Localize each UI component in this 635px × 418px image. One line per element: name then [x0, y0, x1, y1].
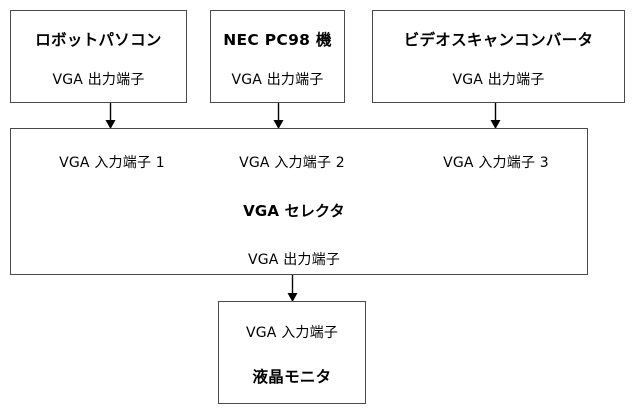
- selector-input-port-1: VGA 入力端子 1: [59, 155, 165, 171]
- source-box-robot-pc-port: VGA 出力端子: [52, 72, 145, 88]
- monitor-box: VGA 入力端子 液晶モニタ: [218, 301, 366, 404]
- source-box-video-scan-converter: ビデオスキャンコンバータ VGA 出力端子: [372, 10, 625, 103]
- monitor-input-port: VGA 入力端子: [245, 325, 339, 341]
- source-box-nec-pc98-port: VGA 出力端子: [231, 72, 324, 88]
- source-box-robot-pc: ロボットパソコン VGA 出力端子: [10, 10, 187, 103]
- arrow-selector-to-monitor: [286, 275, 299, 302]
- source-box-video-scan-converter-title: ビデオスキャンコンバータ: [403, 31, 594, 49]
- selector-box: VGA 入力端子 1 VGA 入力端子 2 VGA 入力端子 3 VGA セレク…: [10, 128, 588, 275]
- source-box-nec-pc98-title: NEC PC98 機: [223, 31, 332, 49]
- source-box-nec-pc98: NEC PC98 機 VGA 出力端子: [210, 10, 345, 103]
- selector-input-port-2: VGA 入力端子 2: [239, 155, 345, 171]
- source-box-video-scan-converter-port: VGA 出力端子: [452, 72, 545, 88]
- monitor-title: 液晶モニタ: [252, 368, 332, 386]
- arrow-robot-pc-to-selector: [104, 103, 117, 129]
- selector-title: VGA セレクタ: [243, 202, 345, 220]
- selector-input-port-3: VGA 入力端子 3: [443, 155, 549, 171]
- source-box-robot-pc-title: ロボットパソコン: [35, 31, 162, 49]
- selector-output-port: VGA 出力端子: [247, 252, 341, 268]
- arrow-video-scan-converter-to-selector: [489, 103, 502, 129]
- arrow-nec-pc98-to-selector: [272, 103, 285, 129]
